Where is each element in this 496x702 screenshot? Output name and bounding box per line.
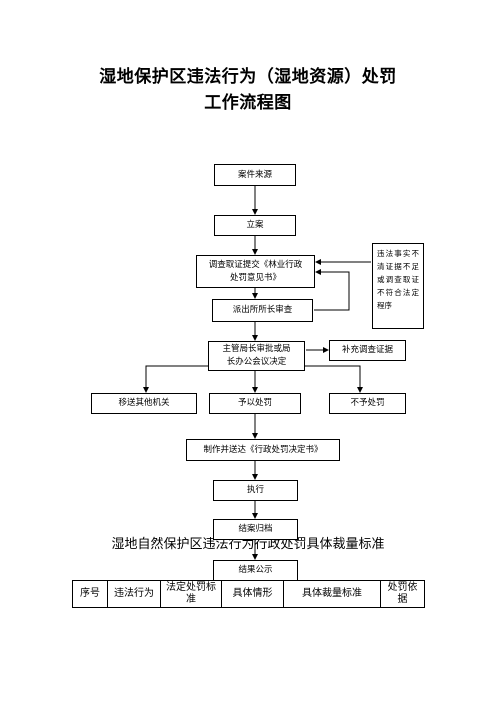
page-title-line2: 工作流程图 bbox=[204, 93, 292, 113]
header-index: 序号 bbox=[72, 580, 108, 608]
header-legal-standard: 法定处罚标准 bbox=[160, 580, 222, 608]
standard-table-header-row: 序号 违法行为 法定处罚标准 具体情形 具体裁量标准 处罚依据 bbox=[72, 580, 425, 608]
flow-punish: 予以处罚 bbox=[209, 393, 301, 414]
arrow-review-loop bbox=[314, 269, 350, 311]
flow-case-source: 案件来源 bbox=[214, 164, 296, 186]
flow-announce: 结果公示 bbox=[213, 560, 298, 581]
flow-decide: 主管局长审批或局 长办公会议决定 bbox=[208, 341, 305, 371]
flow-review: 派出所所长审查 bbox=[212, 299, 313, 322]
flow-investigate-line1: 调查取证提交《林业行政 bbox=[208, 259, 303, 270]
flow-archive: 结案归档 bbox=[213, 519, 298, 540]
flow-execute: 执行 bbox=[213, 480, 298, 501]
header-violation: 违法行为 bbox=[107, 580, 161, 608]
flow-no-punish: 不予处罚 bbox=[329, 393, 406, 414]
standard-subtitle: 湿地自然保护区违法行为行政处罚具体裁量标准 bbox=[111, 537, 385, 552]
flow-side-note: 违法事实不清证据不足或调查取证不符合法定程序 bbox=[372, 243, 424, 329]
header-basis: 处罚依据 bbox=[380, 580, 425, 608]
header-discretion-standard: 具体裁量标准 bbox=[283, 580, 381, 608]
flow-supplement: 补充调查证据 bbox=[329, 340, 406, 361]
flow-decide-line1: 主管局长审批或局 bbox=[222, 344, 291, 354]
flow-deliver: 制作并送达《行政处罚决定书》 bbox=[186, 439, 340, 461]
flow-investigate: 调查取证提交《林业行政 处罚意见书》 bbox=[196, 255, 315, 288]
flow-transfer: 移送其他机关 bbox=[91, 393, 197, 414]
flow-filing: 立案 bbox=[214, 215, 296, 236]
page-title-line1: 湿地保护区违法行为（湿地资源）处罚 bbox=[99, 67, 397, 87]
flow-decide-line2: 长办公会议决定 bbox=[226, 357, 287, 367]
flow-investigate-line2: 处罚意见书》 bbox=[229, 272, 281, 283]
header-circumstance: 具体情形 bbox=[221, 580, 284, 608]
standard-table: 序号 违法行为 法定处罚标准 具体情形 具体裁量标准 处罚依据 bbox=[72, 580, 425, 608]
